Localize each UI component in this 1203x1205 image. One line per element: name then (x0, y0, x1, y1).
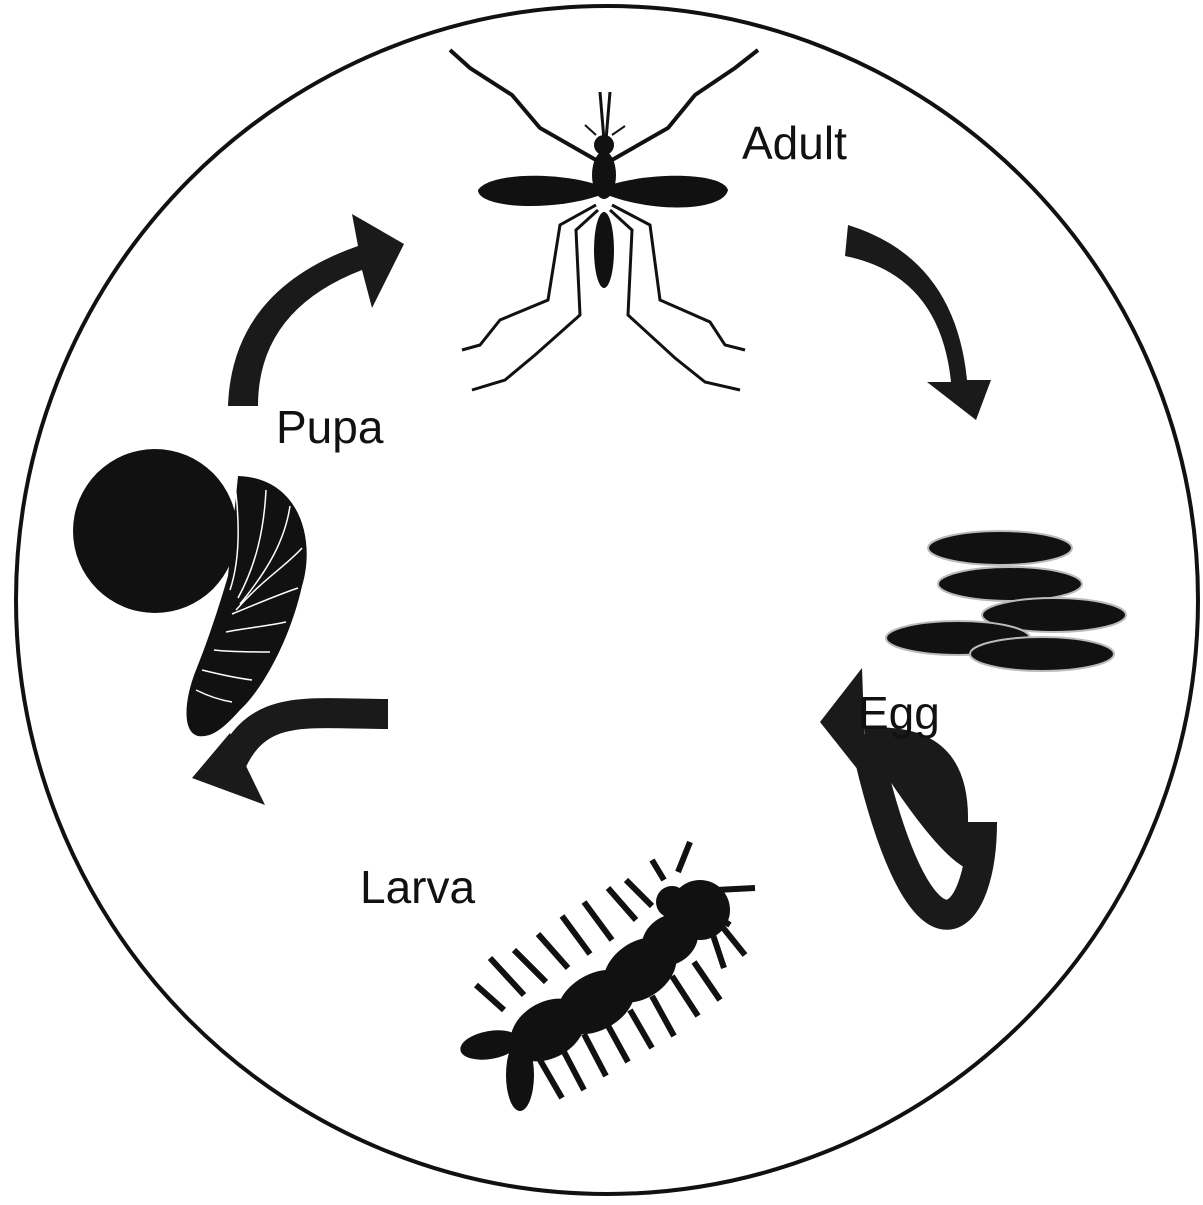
pupa-icon (73, 449, 307, 736)
stage-label-larva: Larva (360, 864, 475, 910)
stage-label-egg: Egg (858, 690, 940, 736)
stage-label-adult: Adult (742, 120, 847, 166)
mosquito-icon (450, 50, 758, 390)
stage-label-pupa: Pupa (276, 404, 383, 450)
larva-icon (458, 842, 755, 1111)
eggs-icon (886, 531, 1126, 671)
